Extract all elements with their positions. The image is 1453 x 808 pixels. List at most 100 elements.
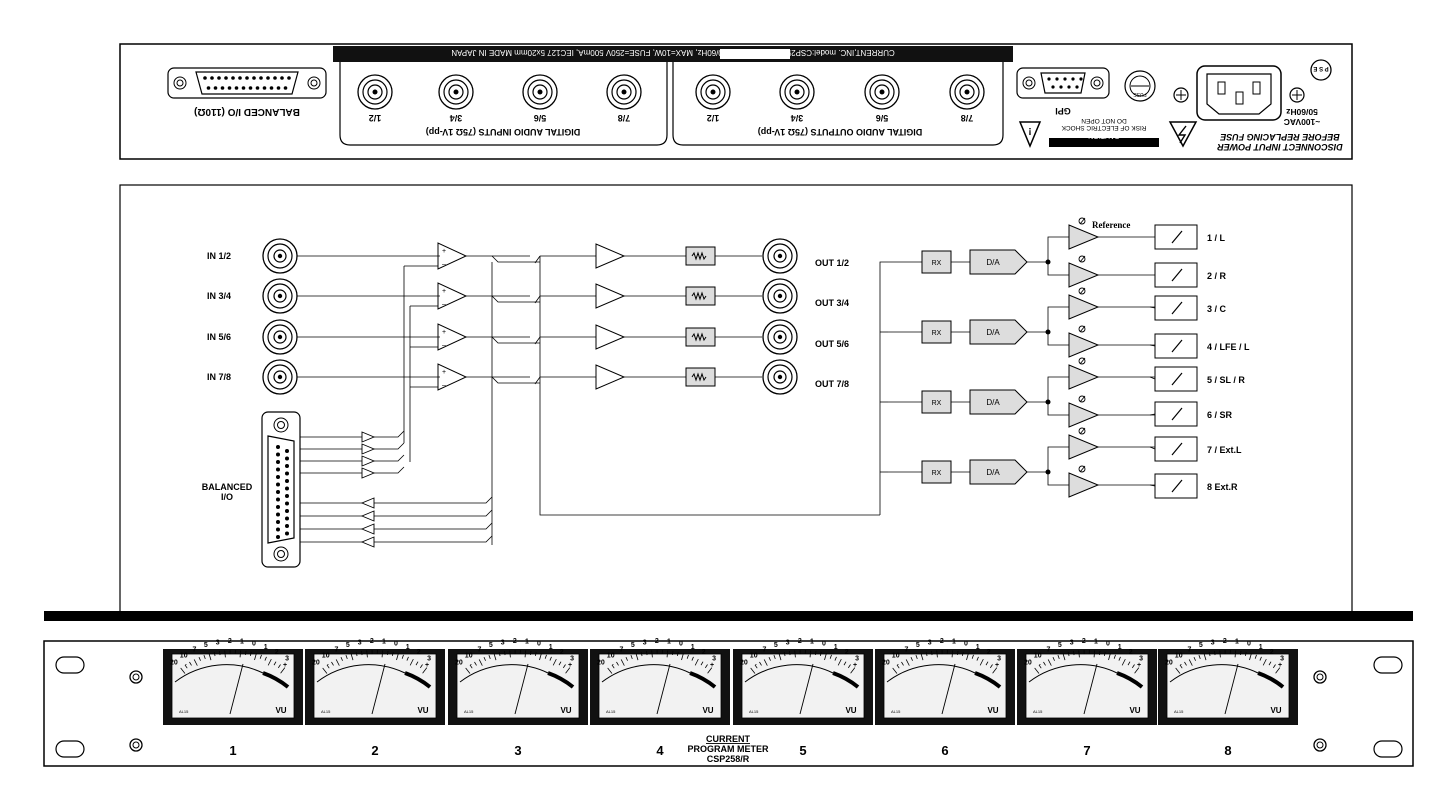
svg-text:-: -: [470, 662, 472, 668]
svg-text:0: 0: [1106, 640, 1110, 647]
inputs-group-border: [339, 62, 668, 146]
serial-number-box: [720, 49, 790, 59]
input-label-2: IN 3/4: [207, 291, 231, 301]
svg-text:1: 1: [406, 644, 410, 651]
svg-text:1: 1: [525, 638, 529, 645]
svg-text:2: 2: [1082, 638, 1086, 645]
svg-text:3: 3: [1139, 656, 1143, 663]
gpi-connector: [1016, 67, 1110, 99]
svg-text:10: 10: [607, 652, 615, 659]
output-pad: [685, 327, 716, 347]
brand-name: CURRENT: [706, 734, 751, 744]
svg-text:7: 7: [1046, 646, 1050, 653]
product-name-line2: CSP258/R: [707, 754, 750, 764]
svg-text:1: 1: [264, 644, 268, 651]
output-driver-amp: [595, 324, 626, 350]
meter-model-label: AL15: [179, 709, 189, 714]
meter-output-4: [1154, 333, 1198, 359]
meter-driver-amp: [1068, 465, 1100, 498]
svg-text:–: –: [442, 382, 446, 389]
meter-number-1: 1: [229, 743, 236, 758]
svg-text:3: 3: [643, 639, 647, 646]
svg-text:5: 5: [1058, 642, 1062, 649]
svg-text:-: -: [897, 662, 899, 668]
svg-text:2: 2: [560, 649, 564, 656]
svg-text:5: 5: [1199, 642, 1203, 649]
meter-driver-amp: [1068, 357, 1100, 390]
fuse-label: FUSE: [1133, 91, 1147, 97]
svg-text:!: !: [1028, 125, 1031, 136]
svg-text:D/A: D/A: [986, 328, 1000, 337]
receiver-block: RX: [921, 250, 952, 274]
meter-driver-amp: [1068, 395, 1100, 428]
svg-text:7: 7: [477, 646, 481, 653]
vu-label: VU: [702, 706, 713, 715]
svg-text:2: 2: [655, 638, 659, 645]
svg-text:20: 20: [170, 660, 178, 667]
output-bnc-connector: [864, 74, 900, 110]
input-label-3: IN 5/6: [207, 332, 231, 342]
input-connector-label: 5/6: [534, 113, 547, 123]
rack-slot: [1373, 740, 1403, 758]
svg-text:20: 20: [312, 660, 320, 667]
meter-output-7: [1154, 436, 1198, 462]
block-diagram: IN 1/2 IN 3/4 IN 5/6 IN 7/8 +–+–+–+– BAL…: [119, 184, 1353, 613]
svg-text:3: 3: [997, 656, 1001, 663]
meter-number-8: 8: [1224, 743, 1231, 758]
svg-text:20: 20: [882, 660, 890, 667]
svg-text:20: 20: [1024, 660, 1032, 667]
svg-text:2: 2: [940, 638, 944, 645]
svg-text:3: 3: [427, 656, 431, 663]
vu-label: VU: [560, 706, 571, 715]
svg-text:7: 7: [904, 646, 908, 653]
svg-text:3: 3: [1211, 639, 1215, 646]
meter-channel-label: 3 / C: [1207, 304, 1227, 314]
output-pad: [685, 367, 716, 387]
svg-text:7: 7: [619, 646, 623, 653]
meter-output-3: [1154, 295, 1198, 321]
meter-model-label: AL15: [464, 709, 474, 714]
panel-screw-icon: [129, 670, 143, 684]
meter-output-2: [1154, 262, 1198, 288]
meter-number-3: 3: [514, 743, 521, 758]
input-bnc-connector: [522, 74, 558, 110]
meter-driver-amp: [1068, 427, 1100, 460]
dac-block: D/A: [969, 249, 1028, 275]
svg-text:P S E: P S E: [1313, 65, 1328, 71]
svg-text:+: +: [442, 288, 446, 295]
svg-text:+: +: [853, 662, 857, 669]
svg-text:3: 3: [786, 639, 790, 646]
output-connector-label: 1/2: [707, 113, 720, 123]
vu-label: VU: [1270, 706, 1281, 715]
dac-block: D/A: [969, 389, 1028, 415]
meter-channel-label: 5 / SL / R: [1207, 375, 1245, 385]
output-bnc-4: [762, 359, 798, 395]
svg-text:0: 0: [679, 640, 683, 647]
output-driver-amp: [595, 243, 626, 269]
svg-text:3: 3: [712, 656, 716, 663]
svg-text:+: +: [1278, 662, 1282, 669]
output-pad: [685, 246, 716, 266]
svg-text:1: 1: [667, 638, 671, 645]
svg-text:10: 10: [465, 652, 473, 659]
pse-badge-icon: P S E: [1310, 59, 1332, 81]
meter-driver-amp: [1068, 325, 1100, 358]
meter-output-8: [1154, 473, 1198, 499]
svg-text:1: 1: [382, 638, 386, 645]
meter-output-6: [1154, 401, 1198, 427]
disconnect-warning-line1: DISCONNECT INPUT POWER: [1217, 142, 1343, 152]
input-connector-label: 7/8: [618, 113, 631, 123]
caution-warning: ! CAUTION RISK OF ELECTRIC SHOCK DO NOT …: [1018, 117, 1159, 148]
meter-channel-label: 8 Ext.R: [1207, 482, 1238, 492]
fuse-holder: FUSE: [1124, 70, 1156, 102]
svg-text:–: –: [442, 301, 446, 308]
svg-text:1: 1: [834, 644, 838, 651]
meter-driver-amp: [1068, 217, 1100, 250]
input-connector-label: 3/4: [450, 113, 463, 123]
meter-number-5: 5: [799, 743, 806, 758]
svg-text:2: 2: [702, 649, 706, 656]
svg-text:10: 10: [750, 652, 758, 659]
svg-text:-: -: [1180, 662, 1182, 668]
